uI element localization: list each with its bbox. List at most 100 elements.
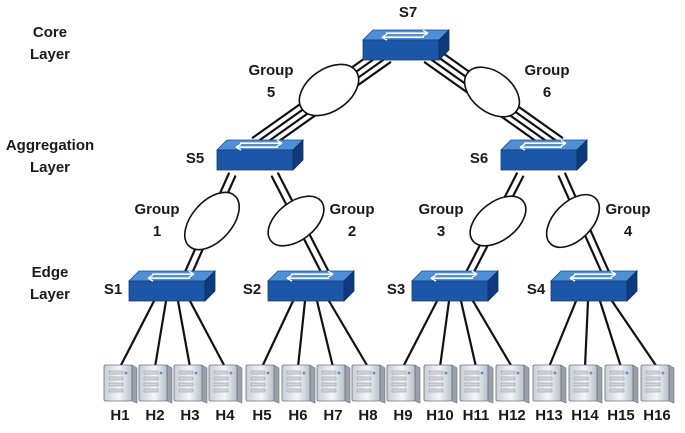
group-2-word: Group [330,201,375,218]
host-label-5: H5 [252,407,271,424]
host-label-14: H14 [571,407,599,424]
host-3: H3 [173,364,208,424]
host-9: H9 [386,364,421,424]
switch-s1-front [128,280,206,302]
host-12: H12 [495,364,530,424]
switch-s4-top [550,270,638,282]
host-8: H8 [351,364,386,424]
switch-s5-side [292,139,304,171]
host-14: H14 [568,364,603,424]
switch-label-s2: S2 [243,281,261,298]
group-1-ellipse [184,191,240,251]
switch-label-s7: S7 [399,4,417,21]
layer-label-core-line1: Core [33,24,67,41]
host-label-7: H7 [323,407,342,424]
host-link-2 [153,299,168,369]
layer-label-aggregation-line2: Layer [30,159,70,176]
switch-s3-front [411,280,489,302]
switch-s7-side [438,29,450,61]
switch-s1 [128,270,216,302]
switch-s2-front [267,280,345,302]
switch-s4-arrows-icon [569,270,617,282]
switch-s7-front [362,39,440,61]
host-link-3 [176,299,192,369]
host-link-16 [610,299,659,369]
host-1: H1 [103,364,138,424]
group-6-ellipse [463,66,521,118]
host-link-11 [459,299,478,369]
host-label-13: H13 [535,407,563,424]
switch-s3 [411,270,499,302]
switch-layer [128,29,638,302]
switch-s2-top [267,270,355,282]
switch-s3-top [411,270,499,282]
switch-s4 [550,270,638,302]
host-link-7 [315,299,335,369]
host-link-1 [118,299,156,369]
host-label-10: H10 [426,407,454,424]
host-label-9: H9 [393,407,412,424]
host-10: H10 [423,364,458,424]
switch-s5 [216,139,304,171]
host-label-2: H2 [145,407,164,424]
host-4: H4 [208,364,243,424]
switch-s5-top [216,139,304,151]
layer-label-core-line2: Layer [30,46,70,63]
host-2: H2 [138,364,173,424]
host-link-15 [598,299,623,369]
host-link-14 [583,299,590,369]
host-label-12: H12 [498,407,526,424]
group-5-number: 5 [267,84,275,101]
switch-s2 [267,270,355,302]
host-link-8 [327,299,370,369]
switch-s4-side [626,270,638,302]
group-2-ellipse [267,195,325,247]
switch-s3-side [487,270,499,302]
host-13: H13 [532,364,567,424]
switch-s7 [362,29,450,61]
group-4-ellipse [545,193,601,249]
switch-label-s4: S4 [527,281,546,298]
host-7: H7 [316,364,351,424]
group-5-word: Group [249,62,294,79]
host-label-16: H16 [643,407,671,424]
host-label-6: H6 [288,407,307,424]
switch-s6-side [576,139,588,171]
layer-label-aggregation-line1: Aggregation [6,137,94,154]
host-6: H6 [281,364,316,424]
host-link-12 [471,299,514,369]
group-ellipses [184,63,601,251]
group-1-number: 1 [153,223,161,240]
group-3-ellipse [469,195,527,247]
group-4-number: 4 [624,223,633,240]
group-5-ellipse [298,63,360,117]
host-11: H11 [459,364,494,424]
host-5: H5 [245,364,280,424]
switch-s2-side [343,270,355,302]
switch-s6 [500,139,588,171]
layer-label-edge-line2: Layer [30,286,70,303]
layer-label-core: Core Layer [30,24,70,63]
host-15: H15 [604,364,639,424]
switch-s7-arrows-icon [381,29,429,41]
group-6-number: 6 [543,84,551,101]
switch-s2-arrows-icon [286,270,334,282]
group-3-word: Group [419,201,464,218]
switch-s1-arrows-icon [147,270,195,282]
host-label-1: H1 [110,407,129,424]
switch-s3-arrows-icon [430,270,478,282]
layer-label-edge: Edge Layer [30,264,70,303]
host-link-6 [296,299,307,369]
host-label-15: H15 [607,407,635,424]
group-label-4: Group 4 [606,201,651,240]
host-link-9 [401,299,439,369]
host-label-8: H8 [358,407,377,424]
switch-s6-arrows-icon [519,139,567,151]
group-1-word: Group [135,201,180,218]
switch-label-s6: S6 [470,150,488,167]
group-3-number: 3 [437,223,445,240]
group-label-1: Group 1 [135,201,180,240]
group-6-word: Group [525,62,570,79]
